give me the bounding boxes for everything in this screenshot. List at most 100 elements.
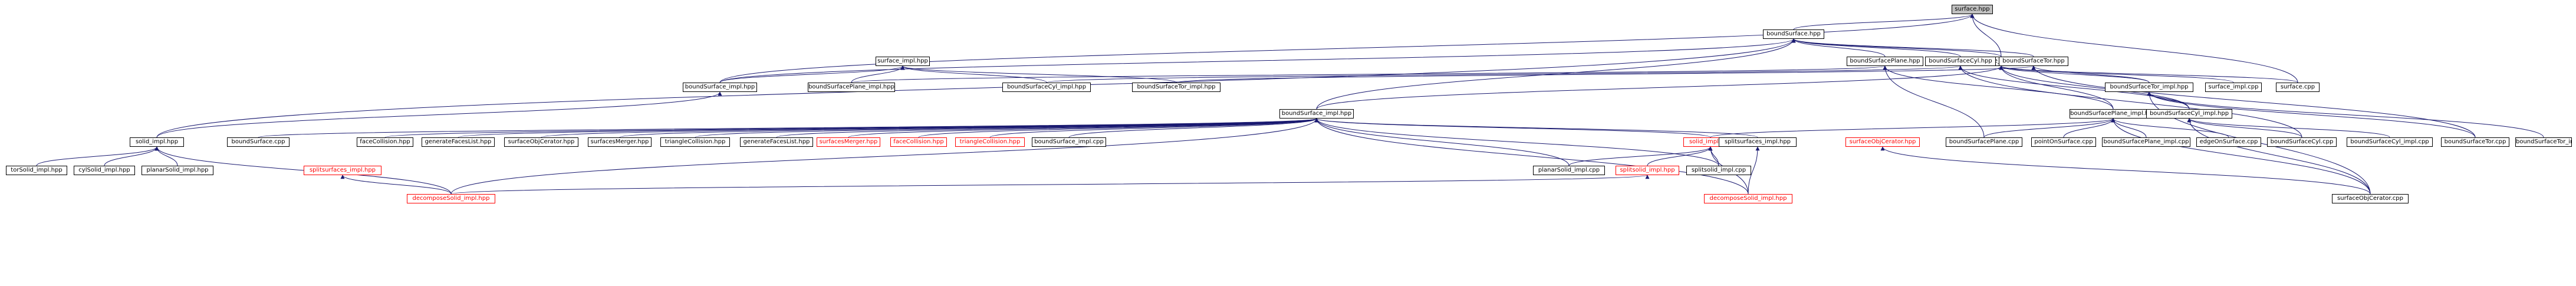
node-boundsurfaceplane-impl-hpp[interactable]: boundSurfacePlane_impl.hpp	[808, 83, 895, 92]
edge-boundsurfacecyl-impl-hpp-l-to-surface-impl-hpp	[900, 65, 1047, 83]
node-label: faceCollision.hpp	[893, 139, 944, 145]
edge-surfaceobjcerator-cpp-to-surfaceobjcerator-hpp-red	[1880, 146, 2371, 195]
edge-solid-impl-hpp-red-to-boundsurface-impl-hpp	[1314, 118, 1711, 138]
node-torsolid-impl-hpp[interactable]: torSolid_impl.hpp	[6, 166, 67, 175]
node-label: decomposeSolid_impl.hpp	[412, 195, 490, 202]
edge-facecollision-hpp-to-boundsurface-impl-hpp	[384, 118, 1318, 138]
node-label: triangleCollision.hpp	[959, 139, 1021, 145]
node-label: surfacesMerger.hpp	[819, 139, 878, 145]
edge-boundsurfaceplane-cpp-to-boundsurfaceplane-hpp	[1883, 65, 1985, 138]
node-boundsurface-impl-hpp[interactable]: boundSurface_impl.hpp	[683, 83, 757, 92]
node-surfacesmerger-hpp[interactable]: surfacesMerger.hpp	[817, 137, 880, 147]
edge-solid-impl-hpp-red-to-boundsurfaceplane-impl-hpp	[1710, 118, 2116, 138]
edge-planarsolid-impl-hpp-to-solid-impl-hpp	[154, 146, 178, 166]
edge-boundsurfaceplane-cpp-to-boundsurfaceplane-impl-hpp	[1983, 118, 2116, 138]
node-surfacesmerger-hpp[interactable]: surfacesMerger.hpp	[588, 137, 652, 147]
node-facecollision-hpp[interactable]: faceCollision.hpp	[357, 137, 413, 147]
node-boundsurfacecyl-hpp[interactable]: boundSurfaceCyl.hpp	[1925, 57, 1996, 66]
edge-boundsurfacetor-cpp-to-boundsurfacetor-hpp	[2031, 65, 2476, 138]
node-surfaceobjcerator-hpp[interactable]: surfaceObjCerator.hpp	[504, 137, 578, 147]
node-boundsurfacetor-impl-hpp[interactable]: boundSurfaceTor_impl.hpp	[1132, 83, 1220, 92]
node-planarsolid-impl-cpp[interactable]: planarSolid_impl.cpp	[1533, 166, 1605, 175]
node-decomposesolid-impl-hpp[interactable]: decomposeSolid_impl.hpp	[1704, 194, 1792, 203]
edge-surface-cpp-to-surface-hpp	[1970, 14, 2298, 83]
node-boundsurfacecyl-cpp[interactable]: boundSurfaceCyl.cpp	[2267, 137, 2337, 147]
node-boundsurface-hpp[interactable]: boundSurface.hpp	[1763, 29, 1824, 39]
edge-boundsurfaceplane-impl-hpp-to-boundsurfaceplane-hpp	[1883, 65, 2114, 110]
edge-boundsurface-hpp-to-surface-hpp	[1793, 14, 1975, 30]
node-generatefaceslist-hpp[interactable]: generateFacesList.hpp	[740, 137, 813, 147]
node-label: planarSolid_impl.hpp	[146, 167, 209, 173]
node-boundsurfaceplane-hpp[interactable]: boundSurfacePlane.hpp	[1847, 57, 1923, 66]
node-facecollision-hpp[interactable]: faceCollision.hpp	[890, 137, 947, 147]
node-boundsurfacetor-hpp[interactable]: boundSurfaceTor.hpp	[1999, 57, 2068, 66]
node-splitsurfaces-impl-hpp[interactable]: splitsurfaces_impl.hpp	[304, 166, 381, 175]
edge-decomposesolid-impl-hpp-l-to-splitsurfaces-impl-hpp-red	[340, 175, 452, 195]
node-boundsurface-impl-hpp[interactable]: boundSurface_impl.hpp	[1279, 109, 1354, 119]
node-splitsurfaces-impl-hpp[interactable]: splitsurfaces_impl.hpp	[1719, 137, 1797, 147]
edge-boundsurfacetor-hpp-to-boundsurface-hpp	[1791, 38, 2034, 57]
edge-splitsolid-impl-cpp-to-boundsurface-impl-hpp	[1314, 118, 1719, 166]
node-pointonsurface-cpp[interactable]: pointOnSurface.cpp	[2031, 137, 2096, 147]
node-trianglecollision-hpp[interactable]: triangleCollision.hpp	[660, 137, 730, 147]
edge-boundsurfacetor-impl-hpp-l-to-surface-impl-hpp	[900, 65, 1177, 83]
node-label: torSolid_impl.hpp	[11, 167, 62, 173]
node-boundsurfacecyl-impl-hpp[interactable]: boundSurfaceCyl_impl.hpp	[2146, 109, 2232, 119]
node-label: surfacesMerger.hpp	[590, 139, 649, 145]
edge-boundsurfacecyl-impl-cpp-to-boundsurfacecyl-impl-hpp	[2187, 118, 2390, 138]
node-surface-cpp[interactable]: surface.cpp	[2276, 83, 2320, 92]
edge-boundsurface-impl-hpp-to-surface-impl-hpp2	[1316, 65, 2003, 110]
node-boundsurface-impl-cpp[interactable]: boundSurface_impl.cpp	[1032, 137, 1106, 147]
node-label: boundSurfacePlane_impl.cpp	[2103, 139, 2189, 145]
node-surface-impl-hpp[interactable]: surface_impl.hpp	[876, 57, 930, 66]
node-label: generateFacesList.hpp	[425, 139, 492, 145]
node-edgeonsurface-cpp[interactable]: edgeOnSurface.cpp	[2196, 137, 2261, 147]
node-label: boundSurfaceTor_impl.cpp	[2516, 139, 2571, 145]
node-label: pointOnSurface.cpp	[2034, 139, 2093, 145]
node-solid-impl-hpp[interactable]: solid_impl.hpp	[130, 137, 184, 147]
node-boundsurfaceplane-cpp[interactable]: boundSurfacePlane.cpp	[1946, 137, 2022, 147]
node-boundsurfacetor-impl-hpp[interactable]: boundSurfaceTor_impl.hpp	[2105, 83, 2193, 92]
node-surface-impl-cpp[interactable]: surface_impl.cpp	[2205, 83, 2262, 92]
edge-decomposesolid-impl-hpp-r-to-boundsurface-impl-hpp	[1314, 118, 1749, 195]
node-boundsurfaceplane-impl-cpp[interactable]: boundSurfacePlane_impl.cpp	[2102, 137, 2190, 147]
node-label: planarSolid_impl.cpp	[1538, 167, 1600, 173]
node-label: surfaceObjCerator.hpp	[508, 139, 575, 145]
node-boundsurfacecyl-impl-hpp[interactable]: boundSurfaceCyl_impl.hpp	[1002, 83, 1091, 92]
node-splitsolid-impl-hpp[interactable]: splitsolid_impl.hpp	[1616, 166, 1679, 175]
node-boundsurfacetor-impl-cpp[interactable]: boundSurfaceTor_impl.cpp	[2515, 137, 2572, 147]
node-surfaceobjcerator-cpp[interactable]: surfaceObjCerator.cpp	[2332, 194, 2409, 203]
node-cylsolid-impl-hpp[interactable]: cylSolid_impl.hpp	[74, 166, 135, 175]
node-label: boundSurfaceCyl_impl.hpp	[2149, 110, 2229, 117]
node-boundsurfacecyl-impl-cpp[interactable]: boundSurfaceCyl_impl.cpp	[2347, 137, 2433, 147]
edge-solid-impl-hpp-to-boundsurface-impl-hpp-top	[156, 91, 722, 138]
node-boundsurface-cpp[interactable]: boundSurface.cpp	[227, 137, 289, 147]
node-decomposesolid-impl-hpp[interactable]: decomposeSolid_impl.hpp	[407, 194, 495, 203]
edge-boundsurfacetor-impl-cpp-to-boundsurfacetor-impl-hpp-r	[2147, 91, 2544, 138]
edge-surface-impl-hpp2-to-boundsurface-hpp	[1791, 38, 2002, 57]
node-label: boundSurfacePlane.hpp	[1850, 58, 1920, 64]
node-generatefaceslist-hpp[interactable]: generateFacesList.hpp	[422, 137, 495, 147]
node-label: surface_impl.cpp	[2208, 84, 2259, 90]
node-surface-hpp[interactable]: surface.hpp	[1952, 5, 1993, 14]
node-label: boundSurface.hpp	[1766, 31, 1821, 37]
node-label: splitsurfaces_impl.hpp	[309, 167, 376, 173]
edge-boundsurface-impl-hpp-top-to-surface-impl-hpp	[719, 65, 905, 83]
node-label: boundSurface_impl.hpp	[1281, 110, 1352, 117]
node-label: splitsolid_impl.cpp	[1691, 167, 1746, 173]
edge-boundsurfaceplane-impl-hpp-to-surface-impl-hpp2	[1999, 65, 2114, 110]
edge-surfaceobjcerator-cpp-to-boundsurfaceplane-impl-hpp	[2111, 118, 2371, 195]
edge-boundsurfacetor-impl-hpp-r-to-surface-impl-hpp2	[1999, 65, 2150, 83]
edge-surface-impl-cpp-to-surface-impl-hpp2	[1999, 65, 2234, 83]
edge-pointonsurface-cpp-to-boundsurfaceplane-impl-hpp	[2063, 118, 2116, 138]
node-label: surface.cpp	[2280, 84, 2315, 90]
node-splitsolid-impl-cpp[interactable]: splitsolid_impl.cpp	[1686, 166, 1751, 175]
node-label: boundSurfacePlane_impl.hpp	[2070, 110, 2156, 117]
node-boundsurfacetor-cpp[interactable]: boundSurfaceTor.cpp	[2441, 137, 2509, 147]
node-planarsolid-impl-hpp[interactable]: planarSolid_impl.hpp	[142, 166, 213, 175]
node-surfaceobjcerator-hpp[interactable]: surfaceObjCerator.hpp	[1845, 137, 1920, 147]
node-boundsurfaceplane-impl-hpp[interactable]: boundSurfacePlane_impl.hpp	[2070, 109, 2157, 119]
node-label: surface_impl.hpp	[877, 58, 928, 64]
edge-trianglecollision-hpp-red-to-boundsurface-impl-hpp	[989, 118, 1319, 138]
node-trianglecollision-hpp[interactable]: triangleCollision.hpp	[955, 137, 1025, 147]
